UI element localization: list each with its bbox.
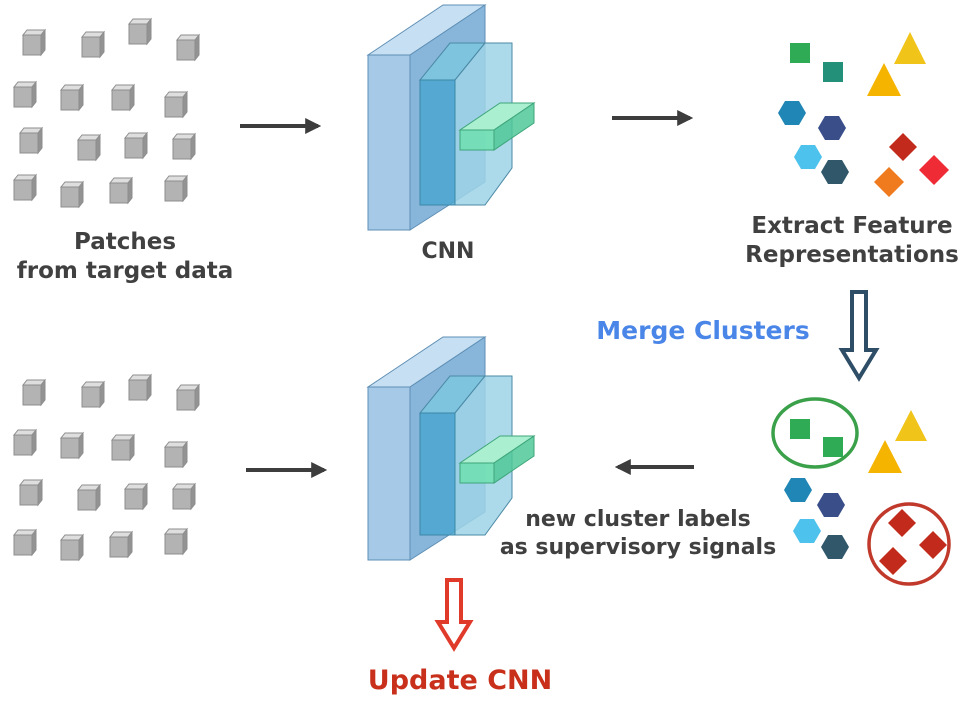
feature-scatter-top — [778, 32, 949, 197]
cube-icon — [76, 133, 102, 162]
cube-icon — [127, 17, 153, 46]
extract-label-line2: Representations — [745, 241, 959, 268]
hexagon-icon — [821, 160, 849, 184]
cube-icon — [21, 28, 47, 57]
triangle-icon — [894, 32, 926, 64]
cube-icon — [171, 132, 197, 161]
cube-icon — [80, 380, 106, 409]
cube-icon — [108, 176, 134, 205]
triangle-icon — [895, 410, 927, 441]
cube-icon — [18, 478, 44, 507]
diamond-icon — [888, 509, 916, 537]
diamond-icon — [874, 167, 904, 197]
cube-icon — [175, 33, 201, 62]
hexagon-icon — [793, 519, 821, 543]
new-label-line2: as supervisory signals — [499, 534, 777, 560]
hexagon-icon — [784, 478, 812, 502]
cube-icon — [171, 482, 197, 511]
cube-icon — [12, 80, 38, 109]
cube-icon — [76, 483, 102, 512]
hexagon-icon — [794, 145, 822, 169]
cube-icon — [123, 131, 149, 160]
diamond-icon — [919, 531, 947, 559]
patches-top-group — [12, 17, 201, 209]
cube-icon — [123, 482, 149, 511]
cube-icon — [163, 90, 189, 119]
diamond-icon — [889, 133, 917, 161]
cube-icon — [12, 428, 38, 457]
hollow-down-arrow-icon — [434, 578, 474, 652]
cube-icon — [163, 440, 189, 469]
merged-clusters — [771, 397, 951, 586]
patches-label-line1: Patches — [73, 229, 177, 255]
cube-icon — [110, 83, 136, 112]
update-cnn-label: Update CNN — [367, 665, 553, 696]
green-cluster-ring — [771, 397, 859, 469]
cube-icon — [110, 433, 136, 462]
extract-label-line1: Extract Feature — [751, 213, 953, 239]
triangle-icon — [867, 63, 901, 96]
cube-icon — [163, 527, 189, 556]
cnn-block-bottom — [366, 336, 536, 561]
hollow-down-arrow-icon — [838, 290, 880, 382]
cube-icon — [18, 126, 44, 155]
diamond-icon — [879, 547, 907, 575]
hexagon-icon — [778, 101, 806, 125]
hexagon-icon — [818, 116, 846, 140]
cube-icon — [59, 431, 85, 460]
cnn-label: CNN — [421, 239, 475, 264]
new-cluster-labels-label: new cluster labels as supervisory signal… — [478, 506, 798, 561]
square-icon — [790, 419, 810, 439]
extract-features-label: Extract Feature Representations — [735, 212, 969, 270]
cnn-block-top — [366, 4, 536, 231]
cube-icon — [59, 533, 85, 562]
triangle-icon — [868, 440, 902, 473]
new-label-line1: new cluster labels — [525, 507, 751, 532]
hexagon-icon — [817, 493, 845, 517]
cube-icon — [127, 373, 153, 402]
merge-clusters-label: Merge Clusters — [596, 316, 810, 345]
hexagon-icon — [821, 535, 849, 559]
square-icon — [790, 43, 810, 63]
patches-bottom-group — [12, 373, 201, 562]
red-cluster-ring — [867, 502, 951, 586]
patches-label-line2: from target data — [16, 257, 234, 284]
cube-icon — [59, 83, 85, 112]
cube-icon — [175, 383, 201, 412]
square-icon — [823, 62, 843, 82]
cube-icon — [163, 174, 189, 203]
cube-icon — [12, 528, 38, 557]
patches-label: Patches from target data — [0, 228, 250, 286]
diamond-icon — [919, 155, 949, 185]
cube-icon — [80, 30, 106, 59]
cube-icon — [12, 173, 38, 202]
cube-icon — [21, 378, 47, 407]
cube-icon — [108, 530, 134, 559]
cube-icon — [59, 180, 85, 209]
square-icon — [823, 437, 843, 457]
